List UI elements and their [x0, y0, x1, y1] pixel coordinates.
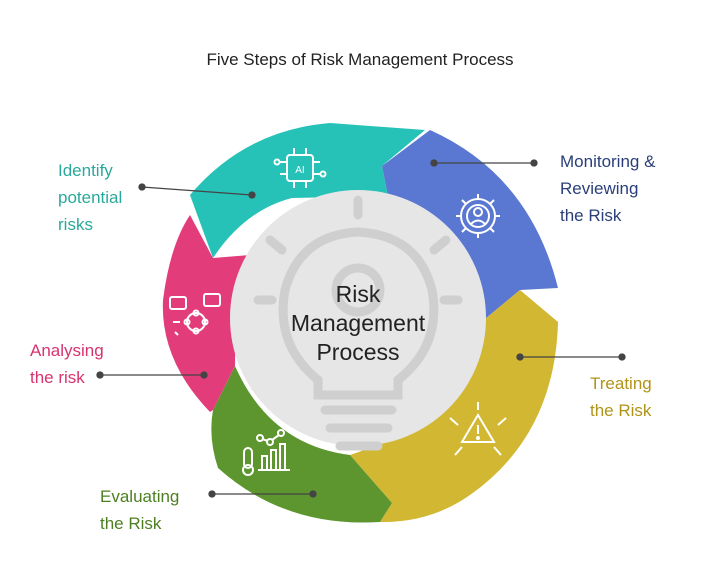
step-label-line: the risk	[30, 368, 85, 387]
gear-person-icon	[456, 194, 500, 238]
step-label-line: potential	[58, 188, 123, 207]
step-label-line: Analysing	[30, 341, 104, 360]
center-disc	[230, 190, 486, 446]
step-label-line: the Risk	[100, 514, 162, 533]
center-title-line2: Management	[291, 310, 426, 336]
segment-monitoring	[382, 130, 558, 338]
step-label-treating: Treating the Risk	[590, 370, 652, 424]
step-label-line: Monitoring &	[560, 152, 656, 171]
step-label-identify: Identify potential risks	[58, 157, 122, 238]
step-label-line: Evaluating	[100, 487, 180, 506]
center-title-line1: Risk	[336, 281, 381, 307]
warning-arrows-icon	[449, 402, 507, 456]
step-label-evaluating: Evaluating the Risk	[100, 483, 179, 537]
step-label-line: Identify	[58, 161, 113, 180]
svg-text:AI: AI	[295, 165, 304, 176]
chart-thermometer-icon	[242, 429, 290, 476]
step-label-analysing: Analysing the risk	[30, 337, 104, 391]
page-title: Five Steps of Risk Management Process	[206, 50, 514, 69]
lightbulb-watermark-icon	[253, 195, 463, 451]
step-label-monitoring: Monitoring & Reviewing the Risk	[560, 148, 655, 229]
segment-evaluating	[211, 366, 392, 523]
segment-treating	[350, 290, 558, 523]
step-label-line: Treating	[590, 374, 652, 393]
step-label-line: the Risk	[560, 206, 622, 225]
center-title-line3: Process	[316, 339, 399, 365]
step-label-line: Reviewing	[560, 179, 639, 198]
leader-lines	[96, 159, 626, 498]
step-label-line: the Risk	[590, 401, 652, 420]
segment-identify	[190, 123, 425, 258]
network-analysis-icon	[169, 293, 221, 336]
ai-chip-icon: AI	[273, 148, 327, 188]
step-label-line: risks	[58, 215, 93, 234]
